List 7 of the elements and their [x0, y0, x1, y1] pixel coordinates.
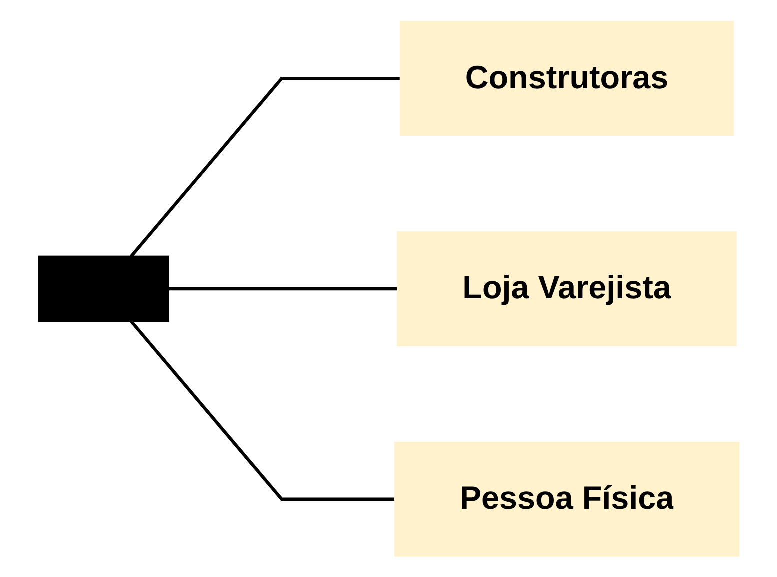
connector: [130, 76, 400, 258]
node-box: Pessoa Física: [394, 441, 740, 556]
node-box: Construtoras: [399, 20, 734, 136]
connector: [168, 286, 398, 290]
node-box: Loja Varejista: [396, 231, 736, 346]
node-box: [38, 255, 169, 322]
connector: [130, 320, 395, 501]
